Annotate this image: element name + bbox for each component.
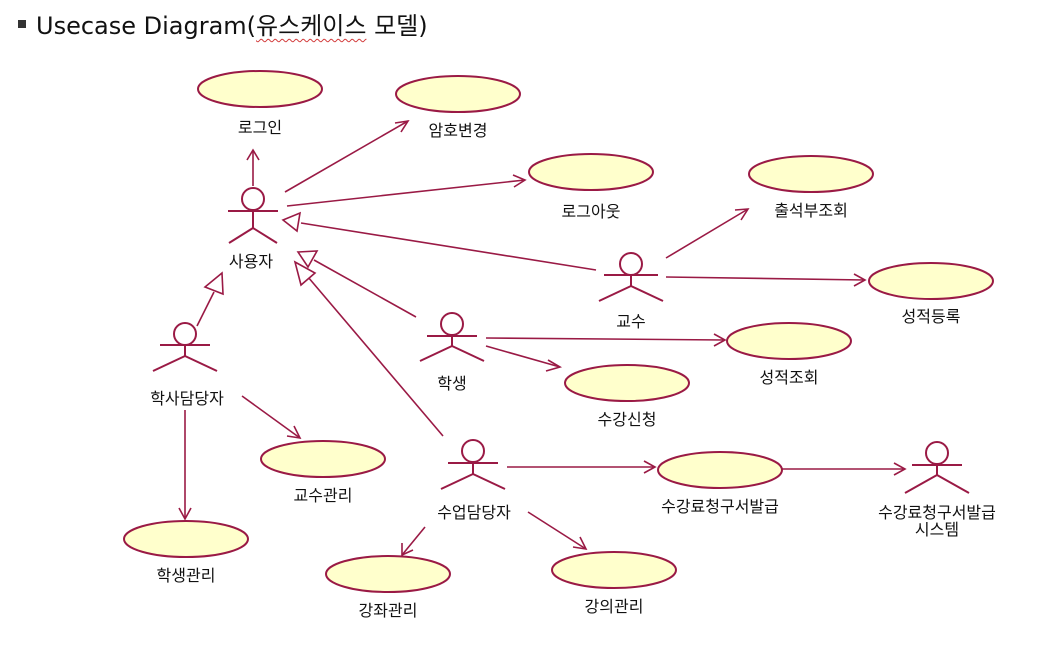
- assoc-class-tuition-bill: [507, 460, 657, 474]
- generalization-academic-user: [196, 271, 224, 327]
- label-professor-mgmt: 교수관리: [294, 486, 353, 505]
- label-actor-billing-system-line1: 수강료청구서발급: [878, 503, 996, 522]
- title-prefix: Usecase Diagram(: [36, 12, 257, 40]
- label-actor-academic-staff: 학사담당자: [150, 389, 224, 408]
- label-actor-professor: 교수: [616, 312, 645, 331]
- usecase-student-mgmt[interactable]: [123, 520, 249, 558]
- usecase-logout[interactable]: [528, 153, 654, 191]
- usecase-login[interactable]: [197, 70, 323, 108]
- label-actor-billing-system-line2: 시스템: [915, 520, 959, 539]
- assoc-user-change-password: [284, 119, 410, 193]
- label-actor-class-staff: 수업담당자: [437, 503, 511, 522]
- assoc-student-enroll: [485, 345, 563, 372]
- title-suffix: 모델): [366, 12, 428, 40]
- usecase-lecture-room-mgmt[interactable]: [325, 555, 451, 593]
- usecase-professor-mgmt[interactable]: [260, 440, 386, 478]
- assoc-class-lecture-room-mgmt: [401, 526, 426, 557]
- usecase-grade-register[interactable]: [868, 262, 994, 300]
- usecase-tuition-bill[interactable]: [657, 451, 783, 489]
- assoc-user-logout: [286, 174, 527, 207]
- label-attendance: 출석부조회: [774, 201, 848, 220]
- usecase-lecture-mgmt[interactable]: [551, 551, 677, 589]
- generalization-class-user: [293, 260, 444, 437]
- assoc-student-grade-view: [485, 333, 727, 347]
- label-tuition-bill: 수강료청구서발급: [661, 497, 779, 516]
- label-lecture-room-mgmt: 강좌관리: [359, 601, 418, 620]
- title-korean: 유스케이스: [256, 12, 367, 40]
- usecase-enroll[interactable]: [564, 364, 690, 402]
- usecase-attendance[interactable]: [748, 155, 874, 193]
- assoc-professor-attendance: [665, 208, 750, 259]
- generalization-professor-user: [281, 211, 597, 271]
- actor-student-icon[interactable]: [419, 312, 485, 362]
- label-grade-view: 성적조회: [760, 368, 819, 387]
- assoc-academic-student-mgmt: [178, 410, 192, 521]
- label-actor-student: 학생: [437, 374, 466, 393]
- actor-user-icon[interactable]: [228, 187, 278, 244]
- bullet-icon: [18, 20, 26, 28]
- label-grade-register: 성적등록: [902, 307, 961, 326]
- actor-billing-system-icon[interactable]: [904, 441, 970, 494]
- label-actor-user: 사용자: [229, 252, 273, 271]
- usecase-grade-view[interactable]: [726, 322, 852, 360]
- assoc-tuition-billing-system: [782, 462, 907, 476]
- assoc-user-login: [246, 148, 260, 186]
- label-student-mgmt: 학생관리: [157, 566, 216, 585]
- label-login: 로그인: [238, 118, 282, 137]
- generalization-student-user: [296, 250, 417, 318]
- label-change-password: 암호변경: [429, 121, 488, 140]
- assoc-academic-professor-mgmt: [241, 395, 302, 440]
- usecase-change-password[interactable]: [395, 75, 521, 113]
- assoc-class-lecture-mgmt: [527, 511, 588, 551]
- page-title: Usecase Diagram(유스케이스 모델): [18, 6, 428, 41]
- actor-professor-icon[interactable]: [598, 252, 664, 302]
- label-enroll: 수강신청: [598, 410, 657, 429]
- actor-academic-staff-icon[interactable]: [152, 322, 218, 372]
- label-lecture-mgmt: 강의관리: [585, 597, 644, 616]
- label-logout: 로그아웃: [562, 202, 621, 221]
- assoc-professor-grade-register: [665, 273, 867, 287]
- actor-class-staff-icon[interactable]: [440, 439, 506, 490]
